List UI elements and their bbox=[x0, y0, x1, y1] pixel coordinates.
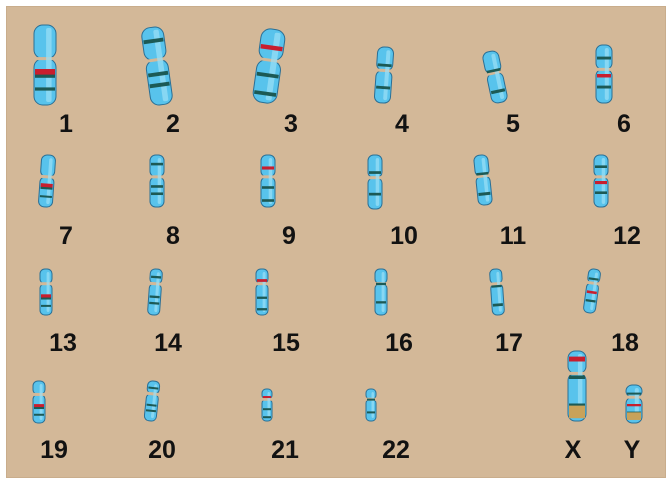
chromosome-13-icon bbox=[39, 269, 53, 315]
chromosome-9-icon bbox=[260, 155, 276, 207]
chromosome-label-4: 4 bbox=[395, 112, 409, 137]
chromosome-x-icon bbox=[567, 351, 587, 421]
chromosome-6-icon bbox=[595, 45, 613, 103]
chromosome-label-21: 21 bbox=[271, 438, 299, 463]
chromosome-label-14: 14 bbox=[154, 331, 182, 356]
chromosome-label-6: 6 bbox=[617, 112, 631, 137]
chromosome-3-icon bbox=[251, 28, 287, 105]
chromosome-22-icon bbox=[365, 389, 377, 421]
chromosome-4-icon bbox=[373, 46, 395, 103]
chromosome-10-icon bbox=[367, 155, 383, 209]
chromosome-2-icon bbox=[140, 26, 175, 107]
chromosome-18-icon bbox=[582, 268, 602, 314]
chromosome-label-y: Y bbox=[624, 438, 641, 463]
chromosome-20-icon bbox=[143, 380, 161, 421]
chromosome-1-icon bbox=[33, 25, 57, 105]
chromosome-label-15: 15 bbox=[272, 331, 300, 356]
chromosome-label-x: X bbox=[565, 438, 582, 463]
chromosome-label-10: 10 bbox=[390, 224, 418, 249]
chromosome-7-icon bbox=[37, 155, 57, 208]
chromosome-y-icon bbox=[625, 385, 643, 423]
chromosome-label-9: 9 bbox=[282, 224, 296, 249]
chromosome-label-7: 7 bbox=[59, 224, 73, 249]
chromosome-12-icon bbox=[593, 155, 609, 207]
chromosome-label-16: 16 bbox=[385, 331, 413, 356]
chromosome-5-icon bbox=[481, 50, 509, 105]
chromosome-21-icon bbox=[261, 389, 273, 421]
chromosome-label-5: 5 bbox=[506, 112, 520, 137]
chromosome-17-icon bbox=[488, 269, 505, 316]
karyotype-board: 1 2 3 4 5 6 7 8 9 10 11 12 13 14 15 16 1… bbox=[6, 6, 666, 478]
chromosome-label-8: 8 bbox=[166, 224, 180, 249]
chromosome-14-icon bbox=[146, 269, 163, 316]
chromosome-label-20: 20 bbox=[148, 438, 176, 463]
chromosome-15-icon bbox=[255, 269, 269, 315]
chromosome-label-17: 17 bbox=[495, 331, 523, 356]
chromosome-label-13: 13 bbox=[49, 331, 77, 356]
chromosome-label-18: 18 bbox=[611, 331, 639, 356]
chromosome-16-icon bbox=[374, 269, 388, 315]
chromosome-8-icon bbox=[149, 155, 165, 207]
chromosome-drawings bbox=[7, 7, 665, 477]
chromosome-label-19: 19 bbox=[40, 438, 68, 463]
chromosome-label-1: 1 bbox=[59, 112, 73, 137]
chromosome-label-2: 2 bbox=[166, 112, 180, 137]
chromosome-19-icon bbox=[32, 381, 46, 423]
chromosome-label-3: 3 bbox=[284, 112, 298, 137]
chromosome-label-22: 22 bbox=[382, 438, 410, 463]
chromosome-label-12: 12 bbox=[613, 224, 641, 249]
chromosome-11-icon bbox=[472, 154, 493, 205]
chromosome-label-11: 11 bbox=[500, 224, 526, 249]
